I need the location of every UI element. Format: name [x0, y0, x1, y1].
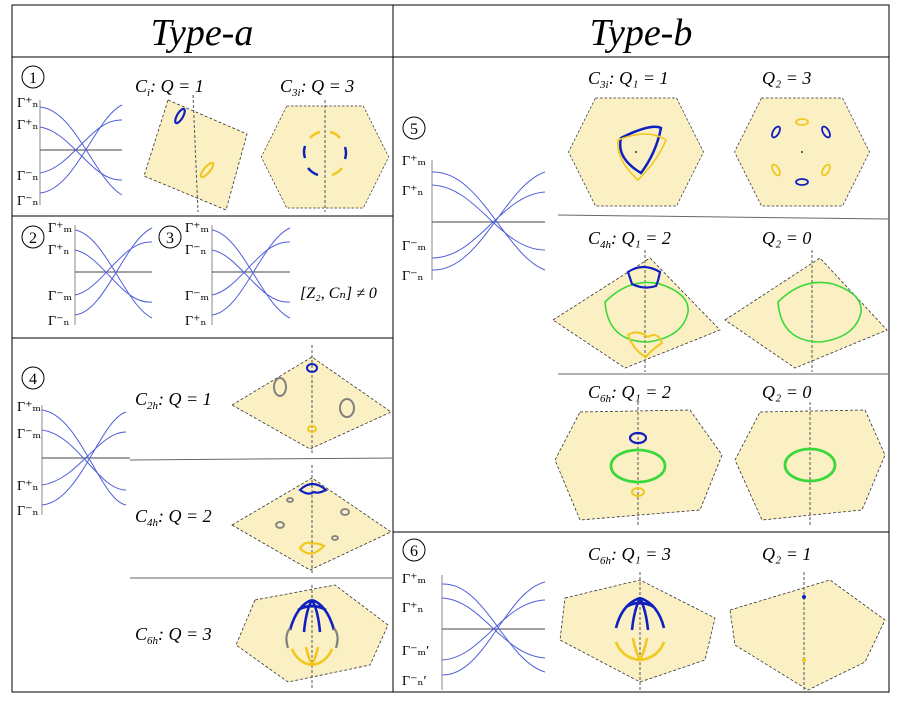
yellow-nodal-loop: [617, 133, 667, 182]
level-label: Γ⁻ₙ: [402, 269, 424, 284]
momentum-plane: [729, 579, 886, 691]
green-nodal-loop: [783, 447, 837, 483]
symmetry-label: C2h: Q = 1: [135, 389, 212, 412]
symmetry-label: C6h: Q₁ = 3: [588, 544, 671, 567]
momentum-plane: [231, 477, 392, 571]
symmetry-label: C6h: Q = 3: [135, 624, 212, 647]
gray-nodal-loop: [339, 398, 355, 418]
header-type-a: Type-a: [151, 12, 254, 54]
panel-3: 3 Γ⁺ₘ Γ⁻ₙ Γ⁻ₘ Γ⁺ₙ [Z₂, Cₙ] ≠ 0: [158, 221, 377, 329]
band-diagram: [431, 160, 546, 280]
band-diagram: [39, 100, 123, 205]
level-label: Γ⁻ₙ′: [402, 674, 427, 689]
level-label: Γ⁻ₙ: [17, 194, 39, 209]
level-label: Γ⁻ₘ: [402, 239, 426, 254]
yellow-nodal-loop: [199, 161, 215, 179]
q2-label: Q₂ = 1: [762, 544, 811, 564]
panel-number: 2: [29, 230, 37, 247]
yellow-nodal-loop: [626, 331, 664, 359]
symmetry-label: C4h: Q₁ = 2: [588, 228, 671, 251]
yellow-nodal-loop: [298, 541, 326, 555]
rotation-axis: [192, 94, 199, 213]
blue-nodal-loop: [628, 431, 648, 445]
level-label: Γ⁺ₙ: [17, 479, 39, 494]
panel-number: 4: [29, 371, 37, 388]
level-label: Γ⁺ₘ: [48, 221, 72, 236]
panel-5: 5 Γ⁺ₘ Γ⁺ₙ Γ⁻ₘ Γ⁻ₙ C3i: Q₁ = 1 Q₂ = 3 C4h…: [402, 68, 888, 525]
blue-nodal-loop: [626, 265, 662, 289]
panel-1: 1 Γ⁺ₙ Γ⁺ₙ Γ⁻ₙ Γ⁻ₙ Ci: Q = 1 C3i: Q = 3: [17, 65, 390, 213]
panel-number: 6: [410, 543, 418, 560]
level-label: Γ⁺ₘ: [185, 221, 209, 236]
blue-nodal-loop: [174, 107, 186, 125]
level-label: Γ⁻ₘ′: [402, 644, 429, 659]
panel-2: 2 Γ⁺ₘ Γ⁺ₙ Γ⁻ₘ Γ⁻ₙ: [21, 221, 153, 329]
band-diagram: [211, 225, 291, 325]
momentum-plane: [552, 257, 721, 369]
green-nodal-loop: [609, 448, 667, 484]
symmetry-label: C3i: Q = 3: [280, 76, 354, 99]
level-label: Γ⁻ₘ: [17, 427, 41, 442]
level-label: Γ⁻ₘ: [185, 289, 209, 304]
blue-nodal-loop: [298, 482, 328, 495]
symmetry-label: Ci: Q = 1: [135, 76, 204, 99]
panel-number: 3: [166, 230, 174, 247]
nodal-loop-ring: [302, 130, 348, 177]
level-label: Γ⁻ₙ: [185, 243, 207, 258]
momentum-plane: [724, 257, 888, 369]
level-label: Γ⁺ₘ: [17, 400, 41, 415]
yellow-nodal-loop: [614, 637, 666, 662]
panel-number: 5: [410, 121, 418, 138]
q2-label: Q₂ = 0: [762, 382, 811, 402]
level-label: Γ⁺ₙ: [402, 184, 424, 199]
level-label: Γ⁺ₙ: [185, 314, 207, 329]
band-diagram: [441, 575, 546, 690]
gray-nodal-loop: [273, 377, 287, 397]
green-nodal-loop: [777, 281, 862, 343]
level-label: Γ⁺ₘ: [402, 154, 426, 169]
level-label: Γ⁺ₙ: [17, 96, 39, 111]
yellow-nodal-loop: [290, 646, 334, 667]
table-grid: [11, 4, 890, 693]
level-label: Γ⁺ₙ: [17, 118, 39, 133]
commutator-label: [Z₂, Cₙ] ≠ 0: [300, 285, 377, 302]
panel-4: 4 Γ⁺ₘ Γ⁻ₘ Γ⁺ₙ Γ⁻ₙ C2h: Q = 1 C4h: Q = 2 …: [17, 345, 392, 690]
q2-label: Q₂ = 3: [762, 68, 811, 88]
symmetry-label: C3i: Q₁ = 1: [588, 68, 668, 91]
q2-label: Q₂ = 0: [762, 228, 811, 248]
blue-nodal-point: [802, 595, 806, 599]
yellow-nodal-loop: [631, 487, 645, 497]
panel-number: 1: [29, 70, 37, 87]
green-nodal-loop: [604, 281, 689, 343]
level-label: Γ⁻ₘ: [48, 289, 72, 304]
blue-nodal-loop: [618, 125, 663, 175]
band-diagram: [74, 225, 153, 325]
blue-nodal-loop: [614, 596, 666, 631]
symmetry-label: C4h: Q = 2: [135, 506, 212, 529]
blue-nodal-loop: [306, 363, 318, 373]
level-label: Γ⁻ₙ: [17, 504, 39, 519]
band-diagram: [41, 405, 130, 515]
level-label: Γ⁺ₘ: [402, 572, 426, 587]
gray-nodal-loop: [285, 627, 339, 649]
momentum-plane: [235, 584, 389, 683]
level-label: Γ⁻ₙ: [48, 314, 70, 329]
symmetry-label: C6h: Q₁ = 2: [588, 382, 671, 405]
yellow-nodal-point: [802, 658, 806, 662]
panel-number-circle: [21, 65, 45, 89]
header-type-b: Type-b: [590, 12, 693, 54]
level-label: Γ⁺ₙ: [402, 601, 424, 616]
yellow-nodal-loop: [307, 425, 317, 433]
panel-6: 6 Γ⁺ₘ Γ⁺ₙ Γ⁻ₘ′ Γ⁻ₙ′ C6h: Q₁ = 3 Q₂ = 1: [402, 538, 886, 691]
momentum-plane: [559, 579, 716, 683]
level-label: Γ⁺ₙ: [48, 243, 70, 258]
level-label: Γ⁻ₙ: [17, 169, 39, 184]
blue-nodal-loop: [288, 598, 336, 633]
